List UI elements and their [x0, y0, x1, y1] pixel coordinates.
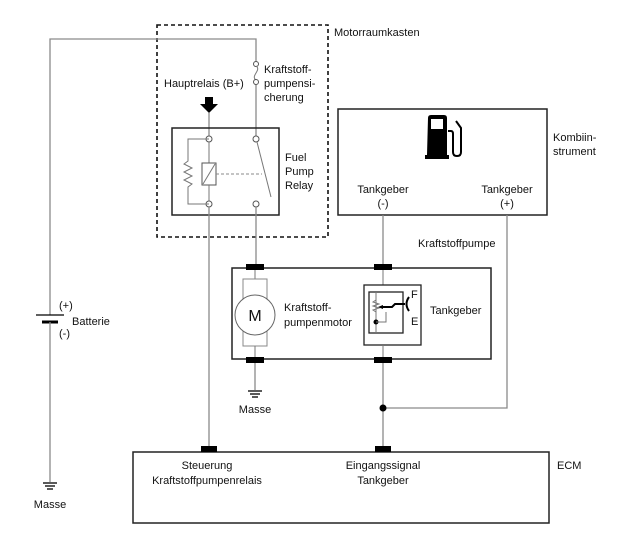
engine-compartment-box — [156, 24, 329, 238]
battery-positive-wire — [49, 38, 257, 300]
arrow-down-icon — [200, 97, 218, 113]
cluster-pos-wire — [383, 215, 508, 409]
relay-switch-icon — [252, 135, 272, 208]
cluster-label-line1: Kombiin- — [553, 132, 597, 144]
fuse-icon — [253, 61, 259, 85]
battery-icon — [36, 314, 64, 324]
motor-label-line2: pumpenmotor — [284, 317, 352, 329]
ground-icon — [43, 482, 57, 490]
fuel-pump-relay-box — [171, 127, 280, 216]
instrument-cluster-box — [337, 108, 548, 216]
motor-label-line1: Kraftstoff- — [284, 302, 332, 314]
tank-sender-label: Tankgeber — [430, 305, 482, 317]
ecm-sender-label-line1: Eingangssignal — [346, 460, 421, 472]
sender-neg-label-line1: Tankgeber — [357, 184, 409, 196]
sender-empty-label: E — [411, 316, 418, 328]
battery-plus-label: (+) — [59, 300, 73, 312]
ecm-relay-label-line1: Steuerung — [182, 460, 233, 472]
motor-symbol: M — [248, 308, 261, 325]
ecm-sender-label-line2: Tankgeber — [357, 475, 409, 487]
fuel-pump-label: Kraftstoffpumpe — [418, 238, 495, 250]
battery-ground-label: Masse — [34, 499, 66, 511]
fuel-pump-icon — [425, 115, 462, 159]
fuel-pump-box — [231, 267, 492, 360]
ground-icon — [248, 390, 262, 398]
fuse-label-line2: pumpensi- — [264, 78, 316, 90]
relay-label-line1: Fuel — [285, 152, 306, 164]
sender-full-label: F — [411, 289, 418, 301]
relay-label-line2: Pump — [285, 166, 314, 178]
connector-pump-top-left — [246, 264, 264, 270]
sender-pos-label-line1: Tankgeber — [481, 184, 533, 196]
tank-sender-icon — [363, 270, 422, 357]
battery-label: Batterie — [72, 316, 110, 328]
relay-label-line3: Relay — [285, 180, 314, 192]
connector-ecm-relay — [201, 446, 217, 452]
sender-pos-label-line2: (+) — [500, 198, 514, 210]
ecm-box — [132, 451, 550, 524]
junction-dot — [379, 404, 387, 412]
fuse-label-line3: cherung — [264, 92, 304, 104]
ecm-relay-label-line2: Kraftstoffpumpenrelais — [152, 475, 262, 487]
fuse-label-line1: Kraftstoff- — [264, 64, 312, 76]
cluster-label-line2: strument — [553, 146, 596, 158]
battery-minus-label: (-) — [59, 328, 70, 340]
connector-ecm-sender — [375, 446, 391, 452]
ecm-label: ECM — [557, 460, 581, 472]
engine-box-label: Motorraumkasten — [334, 27, 420, 39]
connector-pump-bottom-left — [246, 357, 264, 363]
connector-pump-bottom-right — [374, 357, 392, 363]
sender-neg-label-line2: (-) — [378, 198, 389, 210]
main-relay-label: Hauptrelais (B+) — [164, 78, 244, 90]
pump-ground-label: Masse — [239, 404, 271, 416]
motor-icon — [234, 270, 276, 357]
relay-coil-icon — [182, 135, 262, 208]
connector-pump-top-right — [374, 264, 392, 270]
